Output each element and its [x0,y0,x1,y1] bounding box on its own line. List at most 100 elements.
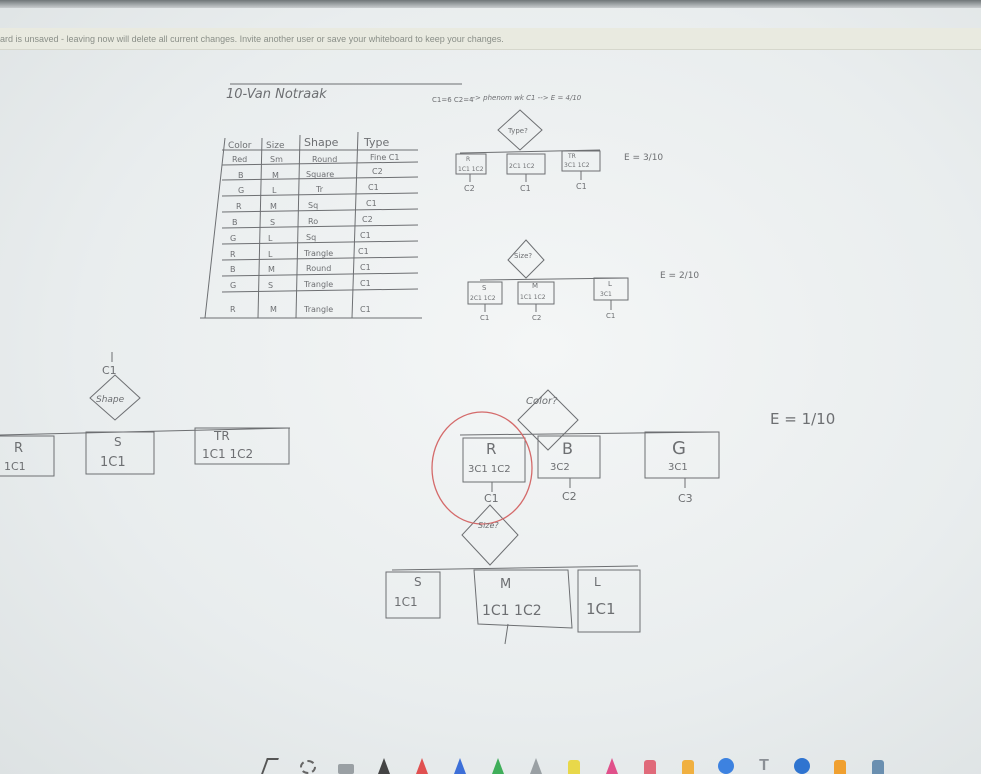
tree-branch-contents: 3C1 1C2 [564,162,590,169]
pen-gray-tool[interactable] [528,756,544,774]
table-cell: R [236,202,242,211]
tree-node-label: Color? [526,396,558,407]
highlighter-yellow-tool[interactable] [566,756,582,774]
tree-result: C2 [562,490,577,503]
board-title: 10-Van Notraak [226,87,327,102]
table-cell: B [238,171,244,180]
table-cell: G [238,186,244,195]
table-cell: Trangle [303,305,333,314]
tree-result: C1 [484,492,499,505]
lasso-tool[interactable] [300,756,316,774]
table-cell: Tr [315,185,324,194]
eraser-tool[interactable] [338,756,354,774]
tree-branch-contents: 3C1 [668,462,688,473]
table-cell: Square [306,170,334,179]
table-cell: L [272,186,277,195]
tree-branch-contents: 1C1 [394,595,418,609]
tree-node-label: Size? [478,521,499,530]
tree-branch-top: R [466,156,470,163]
pointer-tool[interactable] [261,756,279,774]
tree-node-label: Size? [514,252,532,260]
tree-branch-top: R [14,441,23,456]
table-cell: Fine C1 [370,153,399,162]
text-tool[interactable]: T [756,756,772,774]
tree-node-label: Shape [96,395,125,405]
table-cell: C1 [360,279,371,288]
table-cell: C1 [360,305,371,314]
pen-red-icon [416,758,428,774]
table-cell: Round [306,264,331,273]
table-cell: Sm [270,155,283,164]
table-cell: M [270,305,277,314]
table-cell: M [268,265,275,274]
eraser-icon [338,764,354,774]
pen-blue-tool[interactable] [452,756,468,774]
table-cell: Ro [308,217,318,226]
pen-green-tool[interactable] [490,756,506,774]
tree-branch-contents: 1C1 [586,600,616,618]
table-cell: B [230,265,236,274]
tree-result: C2 [532,314,541,322]
table-cell: C1 [366,199,377,208]
image-tool[interactable] [870,756,886,774]
highlighter-yellow-icon [568,760,580,774]
unsaved-banner-text: ard is unsaved - leaving now will delete… [0,34,504,44]
table-cell: L [268,234,273,243]
table-header: Color [228,141,252,151]
tree-branch-top: G [672,438,686,459]
table-cell: L [268,250,273,259]
tree-branch-contents: 2C1 1C2 [509,163,535,170]
pen-black-tool[interactable] [376,756,392,774]
table-cell: C2 [362,215,373,224]
tree-error: E = 2/10 [660,271,699,281]
tree-result: C1 [520,184,531,193]
pen-green-icon [492,758,504,774]
highlighter-orange-tool[interactable] [680,756,696,774]
tree-branch-top: B [562,439,573,458]
tree-branch-contents: 1C1 1C2 [202,447,253,461]
tree-branch-top: L [594,575,601,589]
stamp-tool[interactable] [832,756,848,774]
tree-branch-contents: 2C1 1C2 [470,295,496,302]
whiteboard-canvas[interactable]: 10-Van Notraak C1=6 C2=4 --> phenom wk C… [0,50,981,750]
tree-branch-contents: 3C2 [550,462,570,473]
pen-pink-tool[interactable] [604,756,620,774]
lasso-icon [300,760,316,774]
shape-multi-tool[interactable] [794,756,810,774]
note-phenomenon: --> phenom wk C1 --> E = 4/10 [470,94,582,102]
tree-branch-top: S [414,575,422,589]
stamp-icon [834,760,846,774]
window-top-edge [0,0,981,8]
pen-black-icon [378,758,390,774]
table-cell: G [230,281,236,290]
tree-result: C1 [480,314,489,322]
pen-pink-icon [606,758,618,774]
table-cell: B [232,218,238,227]
table-header: Type [363,136,389,149]
pointer-icon [261,758,279,774]
tree-branch-contents: 1C1 [4,460,26,473]
tree-branch-contents: 1C1 1C2 [482,603,542,619]
tree-error: E = 1/10 [770,410,835,428]
table-cell: G [230,234,236,243]
shape-blue-tool[interactable] [718,756,734,774]
shape-multi-icon [794,758,810,774]
tree-result: C1 [576,182,587,191]
tree-branch-top: R [486,440,496,458]
whiteboard-toolbar: T [250,752,981,774]
table-cell: C1 [360,231,371,240]
whiteboard-ink: 10-Van Notraak C1=6 C2=4 --> phenom wk C… [0,83,835,645]
tree-node-label: Type? [507,127,528,135]
table-cell: S [268,281,273,290]
pen-red-tool[interactable] [414,756,430,774]
table-cell: C2 [372,167,383,176]
highlighter-red-tool[interactable] [642,756,658,774]
tree-root-label: C1 [102,364,117,377]
unsaved-banner: ard is unsaved - leaving now will delete… [0,28,981,50]
table-header: Shape [304,136,339,149]
table-cell: R [230,250,236,259]
highlighter-red-icon [644,760,656,774]
tree-branch-contents: 3C1 [600,291,612,298]
tree-branch-top: S [114,435,122,449]
table-cell: C1 [360,263,371,272]
